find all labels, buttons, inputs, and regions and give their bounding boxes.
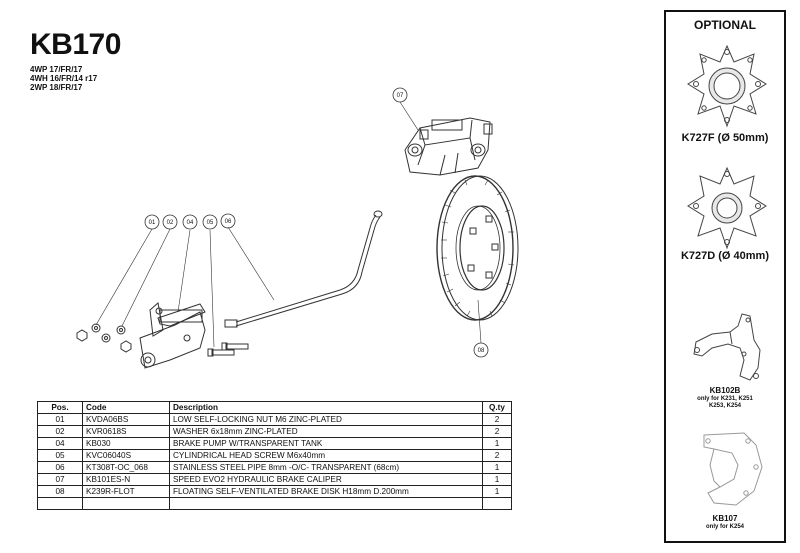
page-title: KB170	[30, 28, 121, 61]
optional-panel: OPTIONAL K727F (Ø 50mm) K727D (Ø 40mm)	[664, 10, 786, 543]
cell-empty	[482, 497, 512, 510]
cell-description: STAINLESS STEEL PIPE 8mm -O/C- TRANSPARE…	[169, 461, 483, 474]
optional-item-note: only for K231, K251 K253, K254	[666, 396, 784, 410]
optional-item-code: KB107	[712, 514, 738, 523]
table-row: 01 KVDA06BS LOW SELF-LOCKING NUT M6 ZINC…	[37, 413, 512, 426]
table-row: 06 KT308T-OC_068 STAINLESS STEEL PIPE 8m…	[37, 461, 512, 474]
cell-pos: 05	[37, 449, 83, 462]
brake-pipe-drawing	[224, 210, 383, 328]
cell-empty	[169, 497, 483, 510]
table-row: 02 KVR0618S WASHER 6x18mm ZINC-PLATED 2	[37, 425, 512, 438]
table-row: 08 K239R-FLOT FLOATING SELF-VENTILATED B…	[37, 485, 512, 498]
callout-label: 05	[207, 220, 214, 226]
note-line: only for K231, K251	[697, 396, 753, 402]
cell-description: FLOATING SELF-VENTILATED BRAKE DISK H18m…	[169, 485, 483, 498]
callout-label: 06	[225, 219, 232, 225]
cell-pos: 04	[37, 437, 83, 450]
col-description-header: Description	[169, 401, 483, 414]
cell-description: WASHER 6x18mm ZINC-PLATED	[169, 425, 483, 438]
hub-50mm-drawing	[687, 44, 767, 128]
table-row: 07 KB101ES-N SPEED EVO2 HYDRAULIC BRAKE …	[37, 473, 512, 486]
optional-item-code: K727D (Ø 40mm)	[680, 250, 770, 262]
cell-code: KB030	[82, 437, 170, 450]
kb107-drawing	[703, 432, 763, 506]
cell-pos: 02	[37, 425, 83, 438]
cell-code: K239R-FLOT	[82, 485, 170, 498]
cell-pos: 07	[37, 473, 83, 486]
col-qty-header: Q.ty	[482, 401, 512, 414]
table-row: 05 KVC06040S CYLINDRICAL HEAD SCREW M6x4…	[37, 449, 512, 462]
cell-description: LOW SELF-LOCKING NUT M6 ZINC-PLATED	[169, 413, 483, 426]
cell-code: KVC06040S	[82, 449, 170, 462]
table-header-row: Pos. Code Description Q.ty	[37, 401, 512, 414]
model-list: 4WP 17/FR/17 4WH 16/FR/14 r17 2WP 18/FR/…	[30, 65, 97, 92]
caliper-support-drawing	[693, 313, 761, 381]
brake-disk-drawing	[436, 175, 519, 321]
cell-qty: 1	[482, 437, 512, 450]
cell-qty: 2	[482, 425, 512, 438]
model-line: 4WH 16/FR/14 r17	[30, 74, 98, 83]
cell-code: KVDA06BS	[82, 413, 170, 426]
cell-code: KVR0618S	[82, 425, 170, 438]
cell-pos: 06	[37, 461, 83, 474]
callout-label: 07	[397, 93, 404, 99]
cell-pos: 01	[37, 413, 83, 426]
brake-pump-drawing	[139, 302, 206, 369]
cell-qty: 2	[482, 449, 512, 462]
callout-label: 04	[187, 220, 194, 226]
col-pos-header: Pos.	[37, 401, 83, 414]
cell-pos: 08	[37, 485, 83, 498]
exploded-view: 01 02 04 05 06 07 08	[76, 87, 519, 369]
parts-table: Pos. Code Description Q.ty 01 KVDA06BS L…	[37, 401, 512, 510]
cell-code: KB101ES-N	[82, 473, 170, 486]
optional-item-code: KB102B	[709, 386, 741, 395]
callout-label: 02	[167, 220, 174, 226]
col-code-header: Code	[82, 401, 170, 414]
model-line: 4WP 17/FR/17	[30, 65, 83, 74]
cell-code: KT308T-OC_068	[82, 461, 170, 474]
optional-title: OPTIONAL	[694, 18, 756, 32]
note-line: K253, K254	[708, 403, 742, 409]
cell-description: SPEED EVO2 HYDRAULIC BRAKE CALIPER	[169, 473, 483, 486]
callout-label: 01	[149, 220, 156, 226]
optional-item-code: K727F (Ø 50mm)	[681, 132, 769, 144]
cell-qty: 2	[482, 413, 512, 426]
cell-empty	[82, 497, 170, 510]
hub-40mm-drawing	[687, 166, 767, 250]
cell-description: CYLINDRICAL HEAD SCREW M6x40mm	[169, 449, 483, 462]
cell-qty: 1	[482, 461, 512, 474]
cell-qty: 1	[482, 473, 512, 486]
cell-empty	[37, 497, 83, 510]
brake-caliper-drawing	[404, 117, 493, 176]
cell-description: BRAKE PUMP W/TRANSPARENT TANK	[169, 437, 483, 450]
model-line: 2WP 18/FR/17	[30, 83, 83, 92]
optional-item-note: only for K254	[705, 524, 744, 530]
table-row-empty	[37, 497, 512, 510]
fasteners-drawing	[76, 323, 249, 357]
callout-label: 08	[478, 348, 485, 354]
cell-qty: 1	[482, 485, 512, 498]
table-row: 04 KB030 BRAKE PUMP W/TRANSPARENT TANK 1	[37, 437, 512, 450]
